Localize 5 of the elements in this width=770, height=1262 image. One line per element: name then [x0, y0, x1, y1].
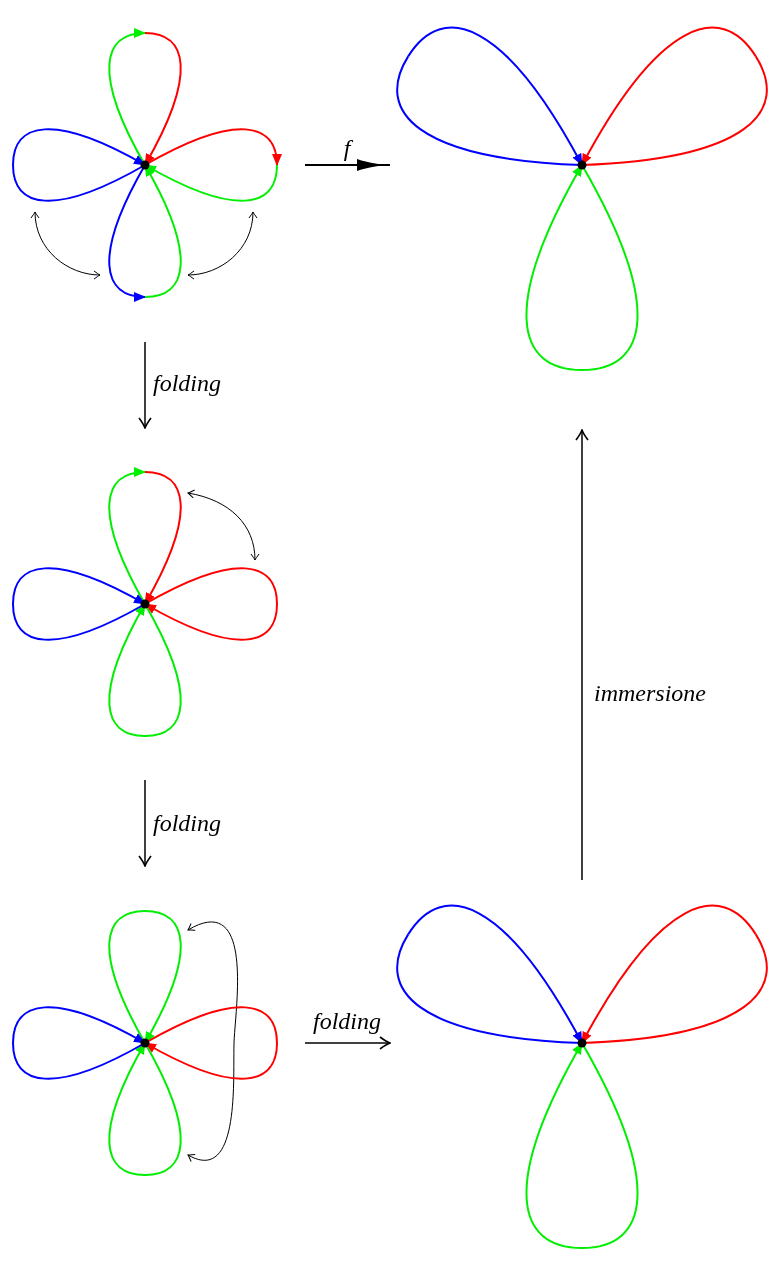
edge-label: f: [343, 136, 351, 160]
edge-label: folding: [313, 1009, 381, 1033]
edge-label: immersione: [594, 681, 706, 705]
edge-label: folding: [153, 811, 221, 835]
edge-label: folding: [153, 371, 221, 395]
